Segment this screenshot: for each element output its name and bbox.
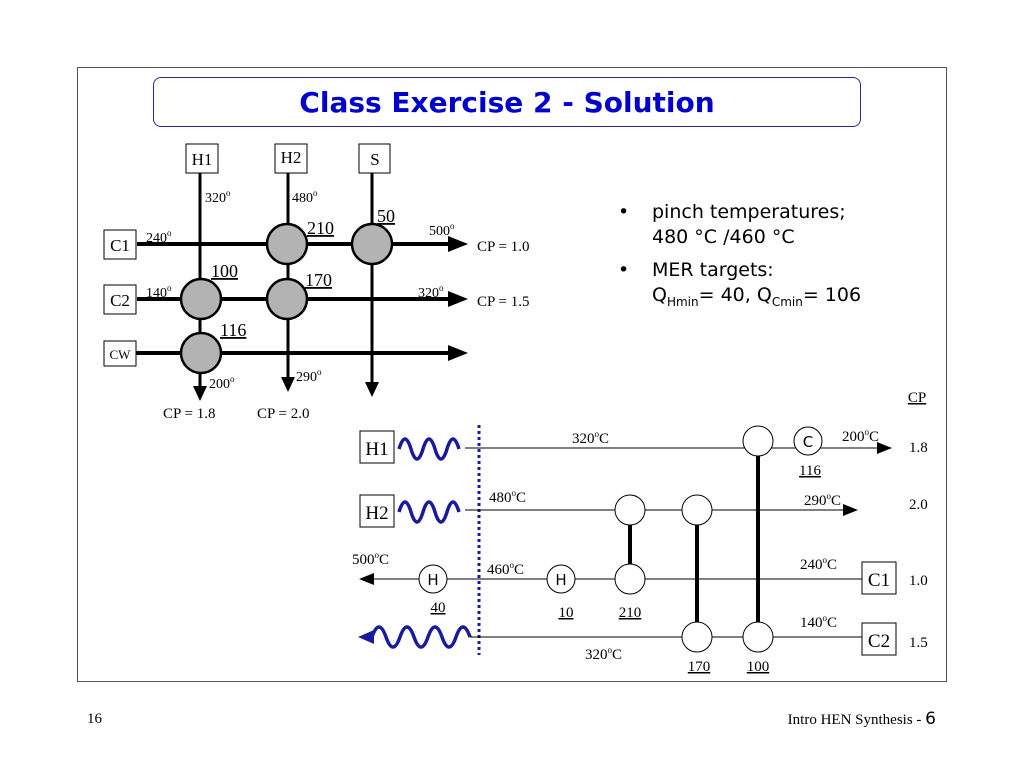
network-duty-116: 116 xyxy=(799,463,821,479)
grid-label-c1: C1 xyxy=(110,236,130,255)
exchanger-h2-c2-top xyxy=(681,494,713,526)
grid-cp-h1: CP = 1.8 xyxy=(163,406,216,422)
grid-cp-h2: CP = 2.0 xyxy=(257,406,310,422)
exchanger-h2-c2-bottom xyxy=(681,621,713,653)
bullet-list: • pinch temperatures; 480 °C /460 °C • M… xyxy=(618,200,938,323)
network-temp-c1-left: 500oC xyxy=(352,550,389,568)
c1-grid-arrowhead xyxy=(448,236,468,252)
exchanger-h2-c1-bottom xyxy=(614,563,646,595)
network-temp-h1-mid: 320oC xyxy=(572,429,609,447)
grid-label-s: S xyxy=(370,150,379,169)
network-cp-h2: 2.0 xyxy=(909,497,928,513)
grid-diagram: H1 H2 S C1 C2 CW 320o 480o 240o 500o 140… xyxy=(103,143,530,422)
slide-title: Class Exercise 2 - Solution xyxy=(299,85,715,119)
cp-header: CP xyxy=(908,390,926,406)
network-duty-100: 100 xyxy=(747,659,770,675)
h1-grid-arrowhead xyxy=(193,386,207,401)
cooler-unit xyxy=(793,426,823,456)
heater-unit-left xyxy=(418,564,448,594)
network-label-h1: H1 xyxy=(365,439,388,460)
page-number: 16 xyxy=(87,711,102,727)
grid-temp-h1-out: 200o xyxy=(209,374,235,392)
network-temp-c2-end: 140oC xyxy=(800,613,837,631)
cw-grid-arrowhead xyxy=(448,345,468,361)
grid-duty-50: 50 xyxy=(377,206,395,226)
grid-temp-h1-in: 320o xyxy=(205,188,231,206)
h1-network-arrowhead xyxy=(877,442,892,454)
bullet-mer-line2: QHmin= 40, QCmin= 106 xyxy=(652,284,862,309)
grid-temp-h2-out: 290o xyxy=(296,367,322,385)
bullet-dot: • xyxy=(618,201,630,223)
h2-network-arrowhead xyxy=(843,504,858,516)
network-label-h2: H2 xyxy=(365,503,388,524)
slide-frame xyxy=(77,67,947,682)
network-cp-c2: 1.5 xyxy=(909,635,928,651)
grid-duty-210: 210 xyxy=(307,218,334,238)
grid-duty-170: 170 xyxy=(305,270,332,290)
bullet-pinch: • pinch temperatures; 480 °C /460 °C xyxy=(618,200,938,250)
grid-temp-h2-in: 480o xyxy=(292,188,318,206)
bullet-mer-line1: MER targets: xyxy=(652,259,774,281)
grid-temp-c2-in: 140o xyxy=(146,283,172,301)
network-temp-h2-mid: 480oC xyxy=(489,488,526,506)
s-grid-arrowhead xyxy=(365,382,379,397)
c2-grid-arrowhead xyxy=(448,291,468,307)
cooler-unit-label: C xyxy=(803,433,813,451)
title-box: Class Exercise 2 - Solution xyxy=(153,77,861,127)
grid-exchanger-h2-c1 xyxy=(265,222,309,266)
h1-wavy-segment xyxy=(397,437,461,461)
grid-cp-c2: CP = 1.5 xyxy=(477,294,530,310)
network-cp-c1: 1.0 xyxy=(909,573,928,589)
heater-unit-mid xyxy=(546,564,576,594)
grid-exchanger-h1-c2 xyxy=(179,277,223,321)
network-duty-10: 10 xyxy=(559,605,574,621)
h2-wavy-segment xyxy=(397,500,461,524)
footer-text: Intro HEN Synthesis - 6 xyxy=(787,709,936,729)
grid-label-c2: C2 xyxy=(110,291,130,310)
grid-temp-c1-out: 500o xyxy=(429,221,455,239)
exchanger-h2-c1-top xyxy=(614,494,646,526)
exchanger-h1-c2-bottom xyxy=(742,621,774,653)
bullet-dot: • xyxy=(618,259,630,281)
bullet-pinch-line1: pinch temperatures; xyxy=(652,201,846,223)
c1-network-arrowhead xyxy=(359,573,374,585)
bullet-pinch-line2: 480 °C /460 °C xyxy=(652,226,795,248)
grid-temp-c1-in: 240o xyxy=(146,228,172,246)
network-diagram: CP H1 H2 C1 C2 xyxy=(352,390,928,675)
grid-label-cw: CW xyxy=(110,347,132,362)
network-duty-210: 210 xyxy=(619,605,642,621)
grid-duty-116: 116 xyxy=(220,320,246,340)
bullet-mer: • MER targets: QHmin= 40, QCmin= 106 xyxy=(618,258,938,315)
grid-duty-100: 100 xyxy=(211,261,238,281)
c2-wavy-segment xyxy=(370,625,472,649)
c2-wavy-arrowhead xyxy=(358,630,374,644)
exchanger-h1-c2-top xyxy=(742,425,774,457)
network-cp-h1: 1.8 xyxy=(909,440,928,456)
heater-unit-left-label: H xyxy=(427,571,438,589)
grid-exchanger-h2-c2 xyxy=(265,277,309,321)
network-duty-170: 170 xyxy=(688,659,711,675)
network-duty-40: 40 xyxy=(431,600,446,616)
heater-unit-mid-label: H xyxy=(555,571,566,589)
grid-cp-c1: CP = 1.0 xyxy=(477,239,530,255)
grid-label-h1: H1 xyxy=(192,150,213,169)
network-label-c1: C1 xyxy=(868,570,890,591)
grid-temp-c2-out: 320o xyxy=(418,283,444,301)
network-label-c2: C2 xyxy=(868,631,890,652)
h2-grid-arrowhead xyxy=(281,377,295,392)
grid-label-h2: H2 xyxy=(281,148,302,167)
network-temp-h2-end: 290oC xyxy=(804,491,841,509)
grid-exchanger-s-c1 xyxy=(350,222,394,266)
network-temp-c2-mid: 320oC xyxy=(585,645,622,663)
network-temp-c1-end: 240oC xyxy=(800,555,837,573)
network-temp-h1-end: 200oC xyxy=(842,427,879,445)
grid-exchanger-h1-cw xyxy=(179,331,223,375)
network-temp-c1-mid: 460oC xyxy=(487,560,524,578)
